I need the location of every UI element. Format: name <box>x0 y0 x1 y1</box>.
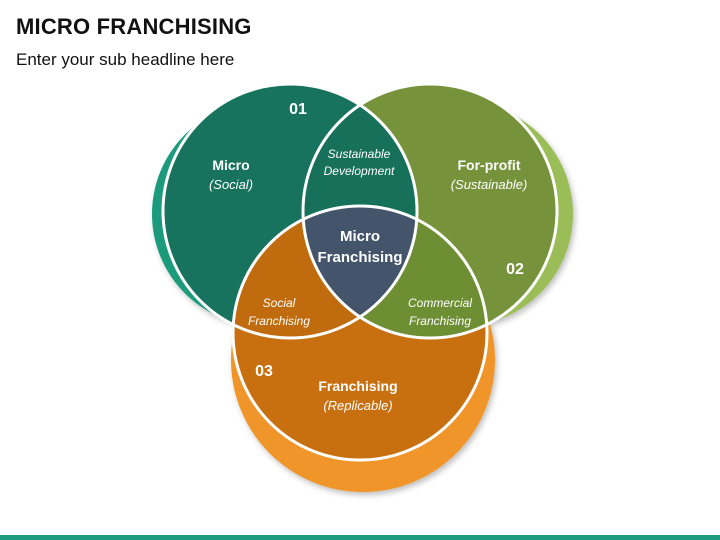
forprofit-subtitle: (Sustainable) <box>451 177 528 192</box>
outline-franchising <box>231 204 489 462</box>
outline-forprofit <box>301 82 559 340</box>
overlap-right-line2: Franchising <box>409 314 471 328</box>
overlap-top-line2: Development <box>324 164 395 178</box>
page-subtitle: Enter your sub headline here <box>16 50 235 69</box>
micro-subtitle: (Social) <box>209 177 253 192</box>
number-01: 01 <box>289 101 307 118</box>
center-line2: Franchising <box>317 249 402 266</box>
forprofit-title: For-profit <box>458 157 521 173</box>
number-02: 02 <box>506 261 524 278</box>
overlap-top-line1: Sustainable <box>328 147 391 161</box>
page-title: MICRO FRANCHISING <box>16 14 252 39</box>
overlap-left-line1: Social <box>263 296 296 310</box>
center-line1: Micro <box>340 228 380 245</box>
overlap-left-line2: Franchising <box>248 314 310 328</box>
outline-micro <box>161 82 419 340</box>
micro-title: Micro <box>212 157 249 173</box>
overlap-right-line1: Commercial <box>408 296 472 310</box>
franchising-subtitle: (Replicable) <box>323 398 392 413</box>
footer-bar <box>0 535 720 540</box>
number-03: 03 <box>255 363 273 380</box>
franchising-title: Franchising <box>318 378 397 394</box>
